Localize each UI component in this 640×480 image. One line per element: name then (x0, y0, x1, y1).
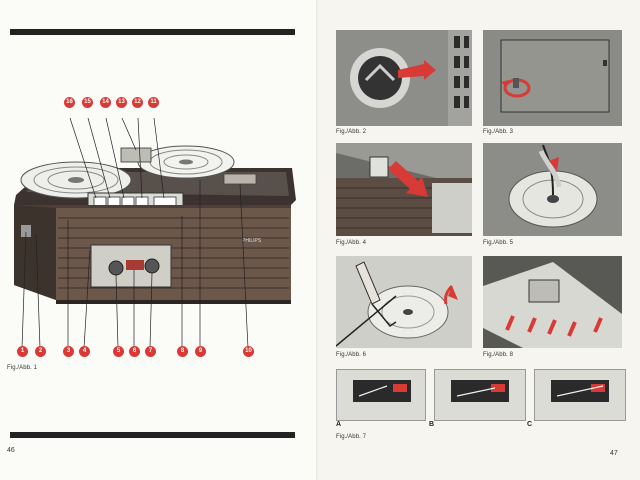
callout-16: 16 (64, 97, 75, 108)
figure-3-photo (483, 30, 622, 126)
figure-caption-5: Fig./Abb. 5 (483, 240, 514, 246)
figure-caption-3: Fig./Abb. 3 (483, 129, 514, 135)
bottom-rule-left (10, 432, 295, 438)
right-page: Fig./Abb. 2 Fig./Abb. 3 (318, 0, 640, 480)
callout-12: 12 (132, 97, 143, 108)
callout-6: 6 (129, 346, 140, 357)
meter-c-level-text: LEVEL (570, 409, 586, 415)
callout-14: 14 (100, 97, 111, 108)
brand-label: PHILIPS (242, 238, 262, 244)
figure-caption-6: Fig./Abb. 6 (336, 352, 367, 358)
figure-caption-2: Fig./Abb. 2 (336, 129, 367, 135)
callout-3: 3 (63, 346, 74, 357)
meter-label-c: C (527, 421, 533, 428)
level-meter-a: LEVEL (336, 369, 426, 421)
callout-4: 4 (79, 346, 90, 357)
top-rule-left (10, 29, 295, 35)
figure-caption-7: Fig./Abb. 7 (336, 434, 367, 440)
figure-caption-8: Fig./Abb. 8 (483, 352, 514, 358)
callout-13: 13 (116, 97, 127, 108)
callout-10: 10 (243, 346, 254, 357)
figure-8-photo (483, 256, 622, 348)
figure-6-photo (336, 256, 472, 348)
callout-15: 15 (82, 97, 93, 108)
page-number-right: 47 (610, 450, 618, 457)
callout-7: 7 (145, 346, 156, 357)
callout-8: 8 (177, 346, 188, 357)
meter-label-a: A (336, 421, 342, 428)
figure-2-photo (336, 30, 472, 126)
tape-recorder-illustration: PHILIPS (6, 100, 306, 360)
figure-caption-1: Fig./Abb. 1 (7, 365, 38, 371)
figure-caption-4: Fig./Abb. 4 (336, 240, 367, 246)
callout-5: 5 (113, 346, 124, 357)
page-number-left: 46 (7, 447, 15, 454)
left-page: PHILIPS (0, 0, 318, 480)
level-meter-b: LEVEL (434, 369, 526, 421)
level-meter-c: LEVEL (534, 369, 626, 421)
meter-label-b: B (429, 421, 435, 428)
callout-11: 11 (148, 97, 159, 108)
callout-1: 1 (17, 346, 28, 357)
callout-2: 2 (35, 346, 46, 357)
meter-b-level-text: LEVEL (470, 409, 486, 415)
figure-4-photo (336, 143, 472, 236)
callout-9: 9 (195, 346, 206, 357)
meter-a-level-text: LEVEL (371, 409, 387, 415)
figure-5-photo (483, 143, 622, 236)
